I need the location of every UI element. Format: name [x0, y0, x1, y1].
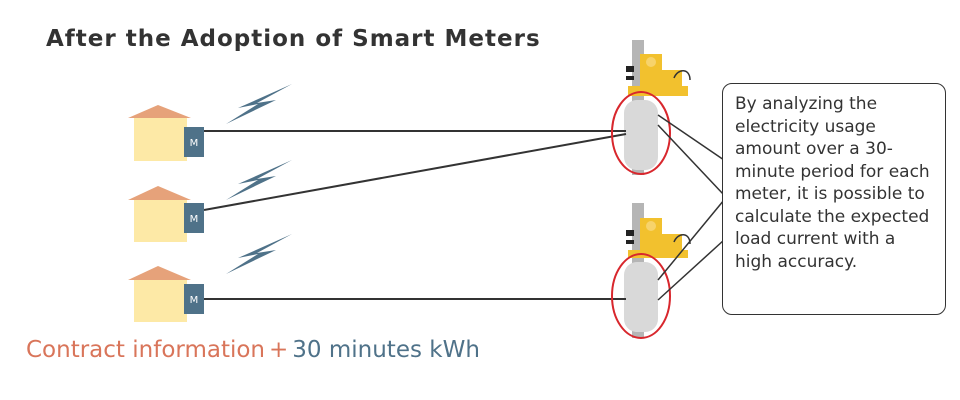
callout-pointer: [657, 114, 725, 161]
meter-label: M: [190, 138, 199, 149]
caption: Contract information+30 minutes kWh: [26, 337, 480, 363]
callout-box: By analyzing the electricity usage amoun…: [722, 83, 946, 315]
transformer: [624, 262, 658, 332]
page-title: After the Adoption of Smart Meters: [46, 26, 541, 52]
highlight-ring: [611, 91, 671, 175]
smart-meter: M: [184, 284, 204, 314]
caption-contract-information: Contract information: [26, 337, 265, 363]
house-icon: [128, 186, 191, 242]
callout-pointer: [657, 124, 725, 196]
highlight-ring: [611, 253, 671, 339]
caption-30-minutes-kwh: 30 minutes kWh: [292, 337, 480, 363]
caption-plus: +: [269, 337, 289, 363]
power-line: [203, 133, 627, 211]
callout-pointer: [657, 199, 725, 281]
wireless-signal-icon: [226, 234, 292, 274]
line-worker-icon: [626, 54, 691, 96]
smart-meter: M: [184, 127, 204, 157]
house-icon: [128, 266, 191, 322]
smart-meter: M: [184, 203, 204, 233]
callout-pointer: [657, 239, 725, 301]
transformer: [624, 100, 658, 170]
wireless-signal-icon: [226, 160, 292, 200]
meter-label: M: [190, 295, 199, 306]
meter-label: M: [190, 214, 199, 225]
callout-text: By analyzing the electricity usage amoun…: [735, 94, 930, 272]
wireless-signal-icon: [226, 84, 292, 124]
line-worker-icon: [626, 218, 691, 258]
house-icon: [128, 105, 191, 161]
